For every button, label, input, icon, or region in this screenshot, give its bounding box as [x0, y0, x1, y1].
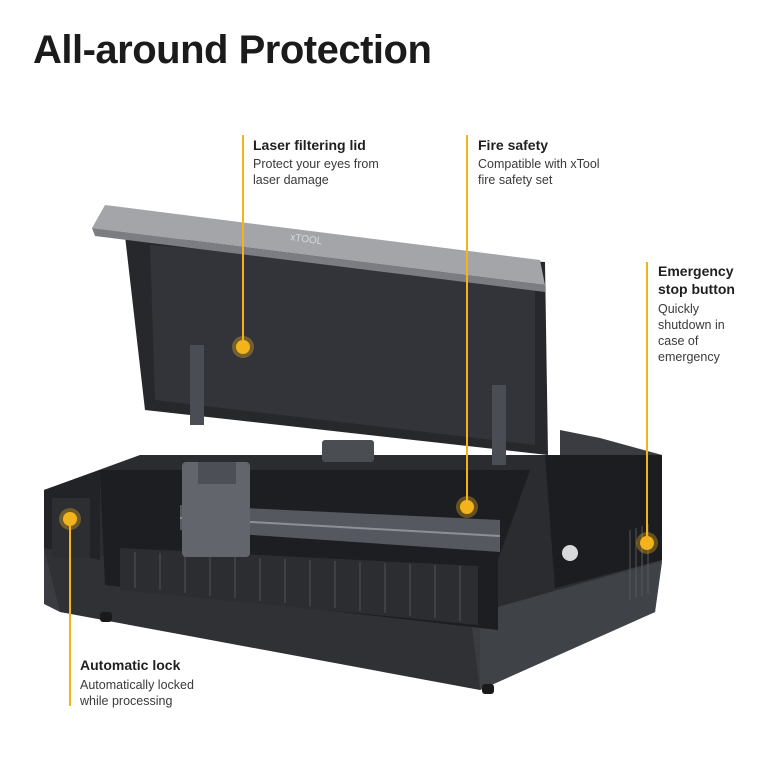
emergency-callout-desc-1: Quickly [658, 302, 699, 316]
lock-panel [52, 498, 90, 558]
emergency-callout-desc-3: case of [658, 334, 699, 348]
emergency-callout-dot [640, 536, 654, 550]
lid-callout-desc-2: laser damage [253, 173, 329, 187]
lock-callout-desc-1: Automatically locked [80, 678, 194, 692]
lid-callout-desc-1: Protect your eyes from [253, 157, 379, 171]
emergency-callout-title-2: stop button [658, 281, 735, 297]
fire-callout-line [466, 135, 468, 501]
foot-right [482, 684, 494, 694]
fire-callout-desc-2: fire safety set [478, 173, 553, 187]
lid-logo: xTOOL [290, 232, 324, 247]
lock-callout-dot [63, 512, 77, 526]
lid-callout-title: Laser filtering lid [253, 137, 366, 153]
gantry-rail [180, 505, 500, 552]
laser-head [182, 462, 250, 557]
fire-callout-dot [460, 500, 474, 514]
lock-callout-title: Automatic lock [80, 657, 181, 673]
lid-callout-line [242, 135, 244, 345]
lid-handle [322, 440, 374, 462]
lid-top-edge [92, 205, 545, 285]
emergency-callout-desc-4: emergency [658, 350, 720, 364]
fire-callout-desc-1: Compatible with xTool [478, 157, 600, 171]
emergency-callout-title-1: Emergency [658, 263, 734, 279]
hinge-right [492, 385, 506, 465]
emergency-stop-button-graphic [562, 545, 578, 561]
lid-callout-dot [236, 340, 250, 354]
foot-left [100, 612, 112, 622]
machine-right-face [480, 562, 662, 690]
hinge-left [190, 345, 204, 425]
page-title: All-around Protection [33, 28, 432, 72]
emergency-callout-desc-2: shutdown in [658, 318, 725, 332]
fire-callout-title: Fire safety [478, 137, 549, 153]
emergency-callout-line [646, 262, 648, 537]
lid-window [150, 245, 535, 445]
lock-callout-desc-2: while processing [80, 694, 173, 708]
lock-callout-line [69, 520, 71, 706]
